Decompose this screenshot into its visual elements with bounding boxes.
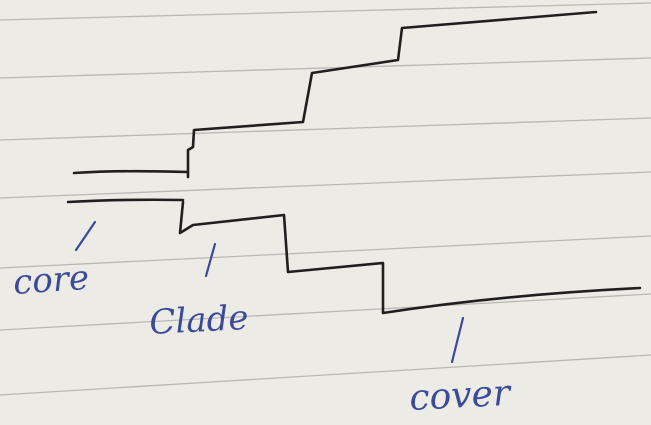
- core-line-lower: [66, 198, 185, 204]
- ruled-line: [0, 293, 651, 331]
- ruled-line: [0, 354, 651, 396]
- clade-upper-step-profile: [186, 10, 598, 179]
- clade-pointer: [204, 242, 217, 278]
- cover-label: cover: [408, 373, 512, 419]
- ruled-line: [0, 117, 651, 141]
- ruled-line: [0, 2, 651, 21]
- ruled-lines: [0, 2, 651, 396]
- ruled-line: [0, 57, 651, 79]
- core-pointer: [74, 220, 97, 252]
- core-line-upper: [72, 169, 190, 175]
- pointer-lines: [74, 220, 465, 364]
- ruled-line: [0, 235, 651, 269]
- cover-pointer: [450, 316, 465, 364]
- clade-lower-step-profile: [178, 200, 642, 315]
- ruled-line: [0, 171, 651, 199]
- core-line: [66, 169, 190, 204]
- clade-label: Clade: [148, 298, 249, 343]
- core-label: core: [12, 258, 90, 303]
